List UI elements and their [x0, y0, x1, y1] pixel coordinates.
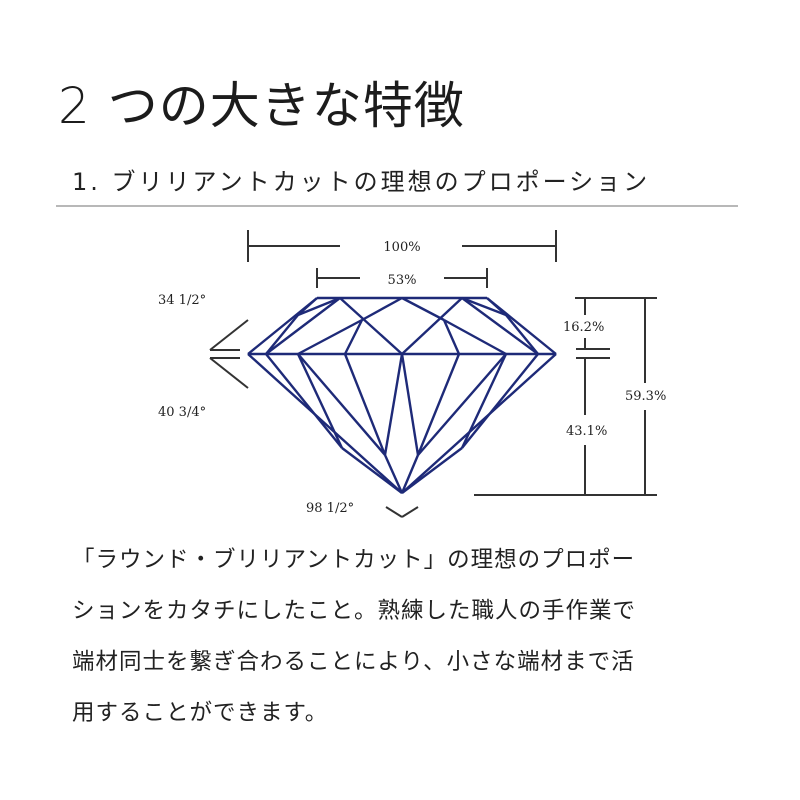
dimension-lines	[209, 230, 657, 518]
page-title: 2 つの大きな特徴	[58, 77, 465, 135]
description-line: 「ラウンド・ブリリアントカット」の理想のプロポー	[72, 547, 636, 573]
diamond-outline	[247, 296, 557, 494]
table-width-label: 53%	[388, 273, 417, 288]
heading-divider	[56, 205, 738, 207]
total-depth-label: 59.3%	[625, 389, 666, 404]
pavilion-depth-label: 43.1%	[566, 424, 607, 439]
description-paragraph: 「ラウンド・ブリリアントカット」の理想のプロポー ションをカタチにしたこと。熟練…	[72, 535, 772, 739]
brilliant-cut-diagram: 100% 53% 34 1/2° 40 3/4° 98 1/2° 16.2% 4…	[158, 230, 666, 518]
description-line: 端材同士を繋ぎ合わることにより、小さな端材まで活	[72, 649, 635, 675]
total-diameter-label: 100%	[383, 240, 420, 255]
description-line: ションをカタチにしたこと。熟練した職人の手作業で	[72, 598, 637, 624]
pavilion-angle-label: 40 3/4°	[158, 405, 206, 420]
culet-angle-label: 98 1/2°	[306, 501, 354, 516]
section-heading: 1. ブリリアントカットの理想のプロポーション	[72, 168, 651, 196]
description-line: 用することができます。	[72, 700, 329, 726]
crown-angle-label: 34 1/2°	[158, 293, 206, 308]
crown-height-label: 16.2%	[563, 320, 604, 335]
